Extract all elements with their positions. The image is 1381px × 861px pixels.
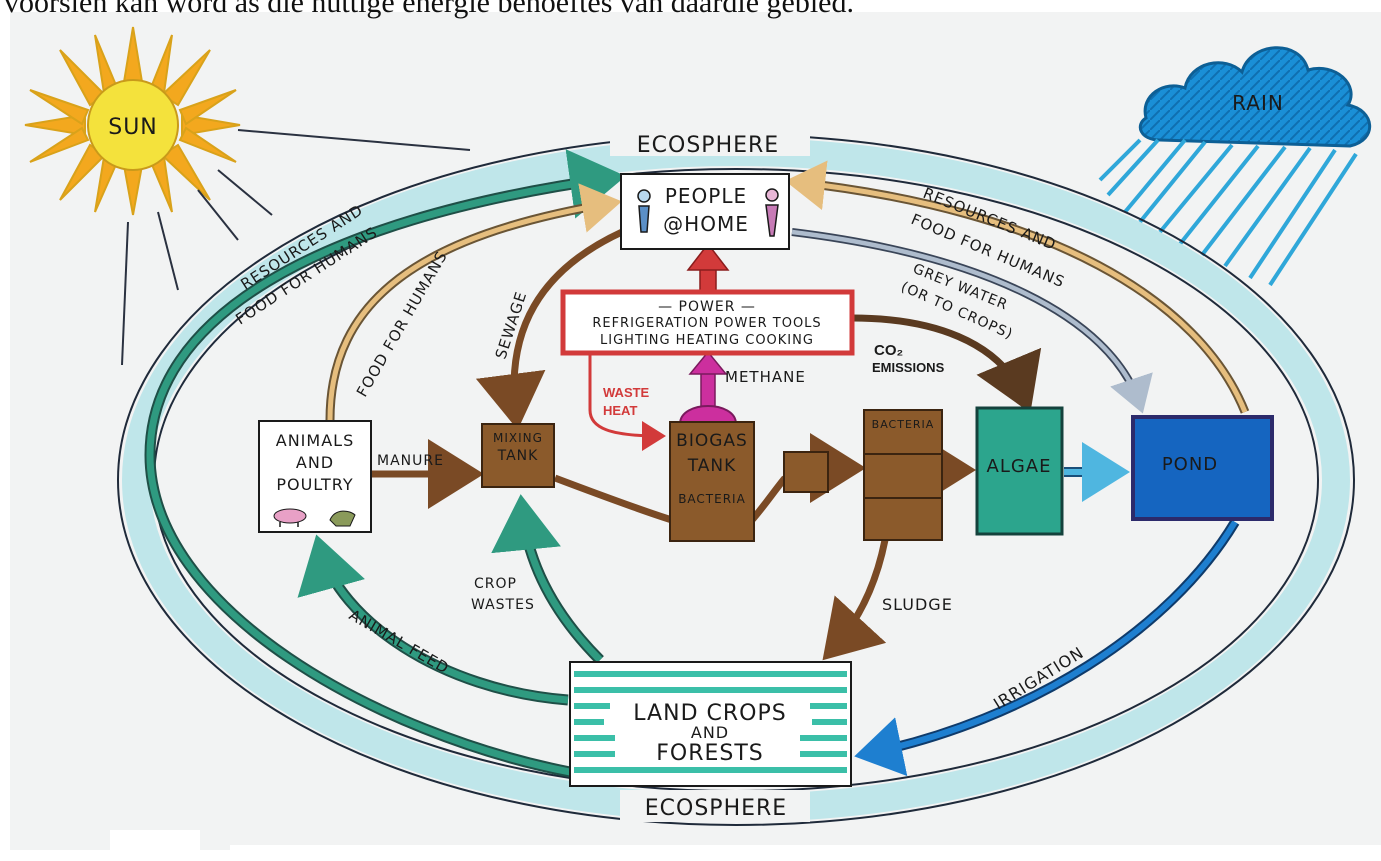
land-crops-label: LAND CROPS [633, 701, 786, 726]
land-and-label: AND [691, 723, 729, 742]
rain-label: RAIN [1232, 91, 1284, 115]
pond-box [1131, 415, 1274, 521]
algae-label: ALGAE [987, 456, 1052, 477]
person-female-icon [765, 188, 779, 237]
arrow-resources-right [785, 160, 1248, 413]
tank-label: TANK [497, 448, 539, 464]
power-line-2: LIGHTING HEATING COOKING [600, 333, 814, 348]
rain-streaks [1098, 138, 1358, 287]
forests-label: FORESTS [656, 741, 764, 766]
sun-icon [24, 26, 241, 216]
bacteria-label: BACTERIA [872, 418, 935, 431]
bird-icon [329, 510, 356, 527]
waste-heat-label-2: HEAT [603, 403, 637, 418]
mixing-tank-box [481, 423, 555, 488]
ecosphere-bottom-label-bg [620, 790, 810, 822]
biogas-tank-label: TANK [687, 456, 737, 476]
arrow-resources-left [146, 149, 626, 776]
mixing-label: MIXING [493, 431, 543, 445]
algae-box [975, 406, 1064, 536]
biogas-label: BIOGAS [676, 431, 748, 451]
small-tank-box [783, 451, 829, 493]
arrow-animal-feed [297, 534, 569, 704]
sun-ray-lines [121, 129, 471, 366]
arrow-co2-emissions [851, 314, 1042, 413]
animals-label: ANIMALS [276, 431, 354, 450]
biogas-tank-box [669, 421, 755, 542]
arrow-sewage [475, 228, 624, 430]
bacteria-stack [863, 409, 943, 541]
methane-label: METHANE [725, 368, 806, 386]
home-label: @HOME [663, 212, 749, 236]
scan-gap [110, 830, 200, 857]
arrow-methane [678, 350, 738, 425]
sludge-label: SLUDGE [882, 595, 953, 614]
scan-gap [230, 845, 1381, 857]
power-line-1: REFRIGERATION POWER TOOLS [592, 316, 821, 331]
arrow-waste-heat [588, 355, 666, 451]
land-crops-box [569, 661, 852, 787]
ecosphere-bottom-label: ECOSPHERE [645, 796, 787, 821]
arrow-food-animals [327, 183, 622, 421]
biogas-bacteria-label: BACTERIA [678, 492, 746, 506]
wastes-label: WASTES [471, 597, 535, 613]
emissions-label: EMISSIONS [872, 360, 945, 375]
co2-label: CO₂ [874, 342, 903, 359]
arrow-grey-water [791, 229, 1153, 414]
arrow-irrigation [854, 520, 1238, 777]
person-male-icon [637, 189, 651, 233]
sun-label: SUN [108, 115, 158, 140]
arrow-biogas-to-box [749, 475, 788, 523]
power-title: — POWER — [658, 299, 756, 315]
caption-fragment: voorsien kan word as die nuttige energie… [4, 0, 854, 19]
poultry-label: POULTRY [276, 475, 353, 494]
power-box [560, 289, 855, 356]
waste-heat-label-1: WASTE [603, 385, 650, 400]
people-label: PEOPLE [665, 184, 747, 208]
manure-label: MANURE [377, 453, 444, 469]
and-label: AND [296, 453, 334, 472]
arrow-mixing-to-biogas [553, 474, 674, 524]
pig-icon [273, 508, 307, 527]
arrow-sludge [822, 539, 889, 661]
crop-label: CROP [474, 576, 517, 592]
ecosphere-top-label-bg [610, 126, 810, 156]
pond-label: POND [1162, 454, 1218, 475]
arrow-power-to-people [686, 242, 730, 293]
ecosphere-top-label: ECOSPHERE [637, 133, 779, 158]
rain-cloud-icon [1138, 46, 1372, 148]
arrow-crop-wastes [491, 494, 603, 663]
